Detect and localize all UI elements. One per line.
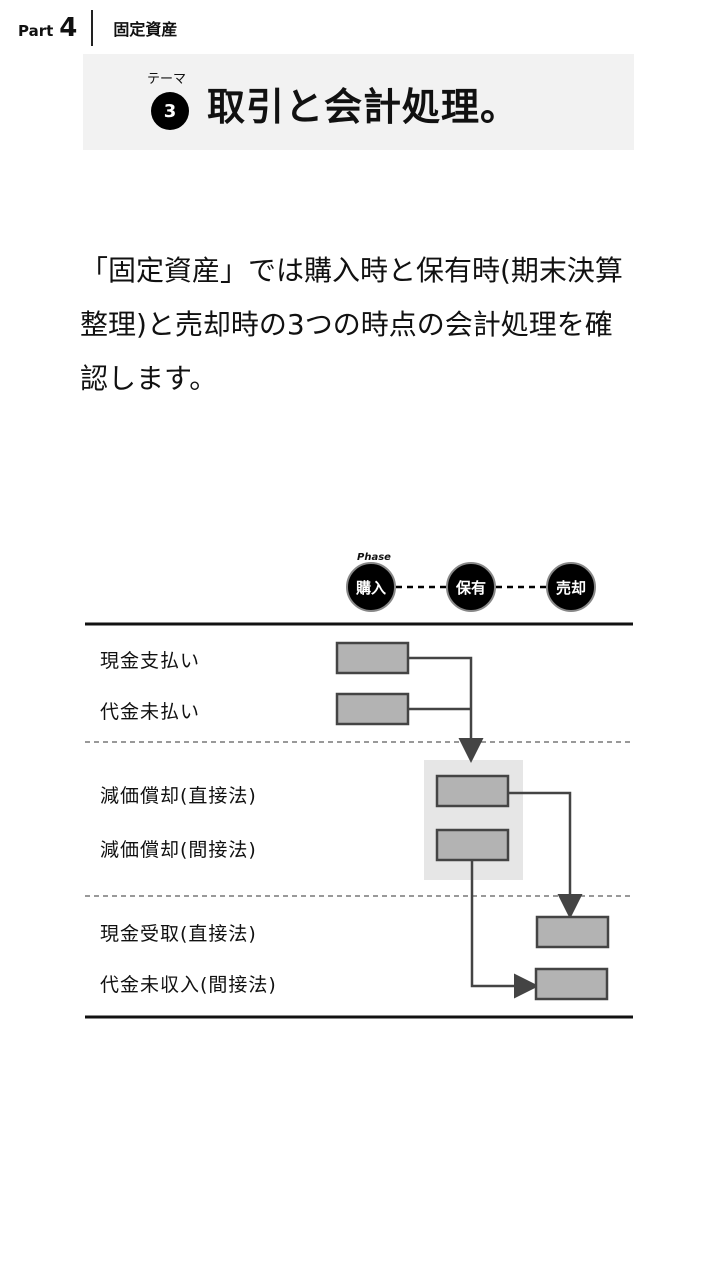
theme-label: テーマ <box>147 72 187 87</box>
row-label-depreciation-direct: 減価償却(直接法) <box>100 785 257 807</box>
phase-circle-sale <box>546 562 596 612</box>
entry-box-cash-receipt <box>535 915 610 949</box>
phase-word: Phase <box>357 552 391 563</box>
theme-title: 取引と会計処理。 <box>207 85 520 129</box>
phase-label-holding: 保有 <box>455 578 486 597</box>
theme-number-badge: 3 <box>151 92 189 130</box>
intro-text: 「固定資産」では購入時と保有時(期末決算整理)と売却時の3つの時点の会計処理を確… <box>80 254 623 395</box>
phase-circle-holding <box>446 562 496 612</box>
row-label-uncollected: 代金未収入(間接法) <box>100 974 277 996</box>
entry-box-cash-payment <box>335 641 410 675</box>
row-label-cash-receipt: 現金受取(直接法) <box>100 923 257 945</box>
arrow-cash-to-depreciation <box>408 656 484 763</box>
diagram-graphics <box>85 562 633 1019</box>
phase-label-sale: 売却 <box>555 578 586 597</box>
header-divider <box>91 10 94 46</box>
arrow-direct-to-cash-receipt <box>508 791 583 919</box>
part-number: 4 <box>59 13 78 43</box>
row-label-cash-payment: 現金支払い <box>100 650 201 672</box>
accounting-flow-diagram: Phase 購入 保有 売却 現金支払い 代金未払い 減価償却(直接法) 減価償… <box>0 540 720 1040</box>
row-label-depreciation-indirect: 減価償却(間接法) <box>100 839 257 861</box>
page-header: Part 4 固定資産 <box>18 10 177 46</box>
section-title: 固定資産 <box>113 20 178 39</box>
phase-circle-purchase <box>346 562 396 612</box>
entry-box-uncollected <box>534 967 609 1001</box>
arrow-indirect-to-receivable <box>470 860 539 999</box>
row-label-unpaid: 代金未払い <box>100 701 201 723</box>
phase-label-purchase: 購入 <box>355 578 386 597</box>
entry-box-unpaid <box>335 692 410 726</box>
entry-box-depreciation-direct <box>435 774 510 808</box>
part-word: Part <box>18 22 54 40</box>
theme-banner: テーマ 3 取引と会計処理。 <box>83 54 634 150</box>
entry-box-depreciation-indirect <box>435 828 510 862</box>
